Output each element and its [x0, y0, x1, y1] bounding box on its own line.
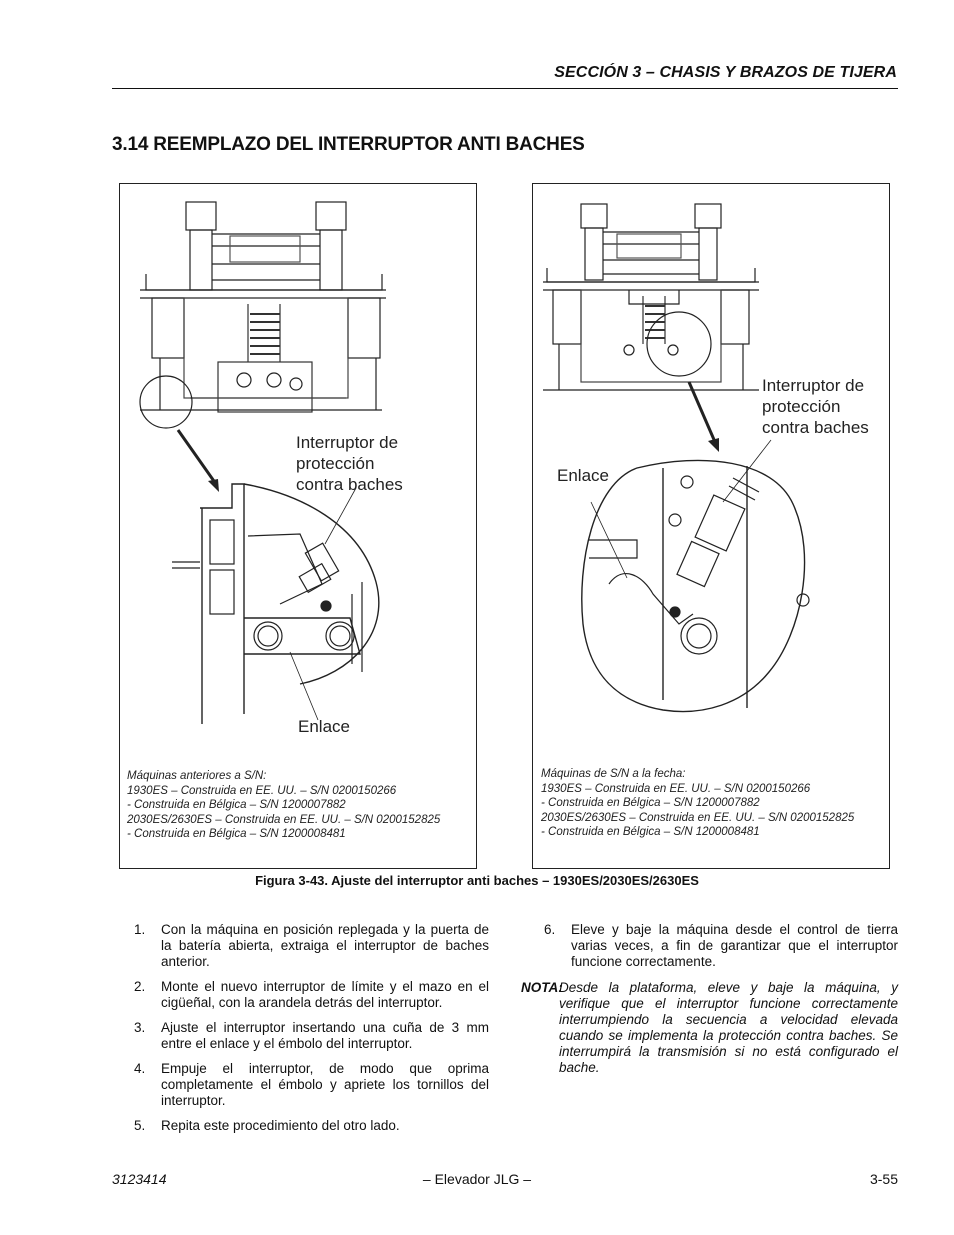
right-serial-line: - Construida en Bélgica – S/N 1200007882 — [541, 797, 760, 809]
section-header: SECCIÓN 3 – CHASIS Y BRAZOS DE TIJERA — [554, 64, 897, 81]
left-serial-line: - Construida en Bélgica – S/N 1200007882 — [127, 799, 346, 811]
figure-right: Interruptor de protección contra baches … — [532, 183, 890, 869]
right-serial-line: 2030ES/2630ES – Construida en EE. UU. – … — [541, 811, 855, 824]
step-item: 4. Empuje el interruptor, de modo que op… — [134, 1061, 489, 1109]
figure-left: Interruptor de protección contra baches … — [119, 183, 477, 869]
left-switch-callout-line-2: protección — [296, 454, 375, 473]
step-item: 3. Ajuste el interruptor insertando una … — [134, 1020, 489, 1052]
figure-caption: Figura 3-43. Ajuste del interruptor anti… — [255, 873, 699, 888]
left-switch-callout-line-1: Interruptor de — [296, 433, 399, 452]
left-serial-line: 2030ES/2630ES – Construida en EE. UU. – … — [127, 813, 441, 826]
step-text: Ajuste el interruptor insertando una cuñ… — [161, 1020, 489, 1051]
note-block: NOTA: Desde la plataforma, eleve y baje … — [521, 980, 898, 1076]
procedure-steps: 1. Con la máquina en posición replegada … — [134, 922, 489, 1143]
step-item: 1. Con la máquina en posición replegada … — [134, 922, 489, 970]
step-text: Empuje el interruptor, de modo que oprim… — [161, 1061, 489, 1108]
right-link-callout: Enlace — [557, 466, 609, 485]
right-serial-line: - Construida en Bélgica – S/N 1200008481 — [541, 826, 760, 838]
right-switch-callout-line-3: contra baches — [762, 418, 869, 437]
step-number: 6. — [544, 922, 556, 937]
step-number: 5. — [134, 1118, 146, 1133]
left-switch-callout: Interruptor de protección contra baches — [296, 432, 403, 495]
page-title: 3.14 REEMPLAZO DEL INTERRUPTOR ANTI BACH… — [112, 134, 585, 155]
step-number: 4. — [134, 1061, 146, 1076]
step-text: Repita este procedimiento del otro lado. — [161, 1118, 400, 1133]
left-serial-line: Máquinas anteriores a S/N: — [127, 770, 267, 782]
step-item: 6. Eleve y baje la máquina desde el cont… — [544, 922, 898, 970]
note-label: NOTA: — [521, 980, 563, 995]
step-number: 1. — [134, 922, 146, 937]
right-serial-line: Máquinas de S/N a la fecha: — [541, 768, 686, 780]
footer-page-number: 3-55 — [869, 1171, 898, 1187]
right-serial-line: 1930ES – Construida en EE. UU. – S/N 020… — [541, 782, 811, 795]
left-switch-callout-line-3: contra baches — [296, 475, 403, 494]
right-switch-callout-line-2: protección — [762, 397, 841, 416]
figure-right-drawing — [543, 203, 810, 713]
step-text: Con la máquina en posición replegada y l… — [161, 922, 489, 969]
header-rule — [112, 88, 898, 89]
note-text: Desde la plataforma, eleve y baje la máq… — [559, 980, 898, 1075]
right-switch-callout: Interruptor de protección contra baches — [762, 375, 869, 438]
footer-doc-number: 3123414 — [112, 1171, 167, 1187]
right-switch-callout-line-1: Interruptor de — [762, 376, 865, 395]
left-serial-note: Máquinas anteriores a S/N: 1930ES – Cons… — [127, 769, 440, 842]
left-serial-line: - Construida en Bélgica – S/N 1200008481 — [127, 828, 346, 840]
procedure-steps-continued: 6. Eleve y baje la máquina desde el cont… — [544, 922, 898, 979]
left-link-callout: Enlace — [298, 717, 350, 736]
step-text: Monte el nuevo interruptor de límite y e… — [161, 979, 489, 1010]
step-number: 2. — [134, 979, 146, 994]
step-item: 2. Monte el nuevo interruptor de límite … — [134, 979, 489, 1011]
step-number: 3. — [134, 1020, 146, 1035]
right-serial-note: Máquinas de S/N a la fecha: 1930ES – Con… — [541, 767, 854, 840]
left-serial-line: 1930ES – Construida en EE. UU. – S/N 020… — [127, 784, 397, 797]
figure-left-drawing — [139, 201, 386, 724]
step-text: Eleve y baje la máquina desde el control… — [571, 922, 898, 969]
footer-center: – Elevador JLG – — [422, 1171, 532, 1187]
step-item: 5. Repita este procedimiento del otro la… — [134, 1118, 489, 1134]
